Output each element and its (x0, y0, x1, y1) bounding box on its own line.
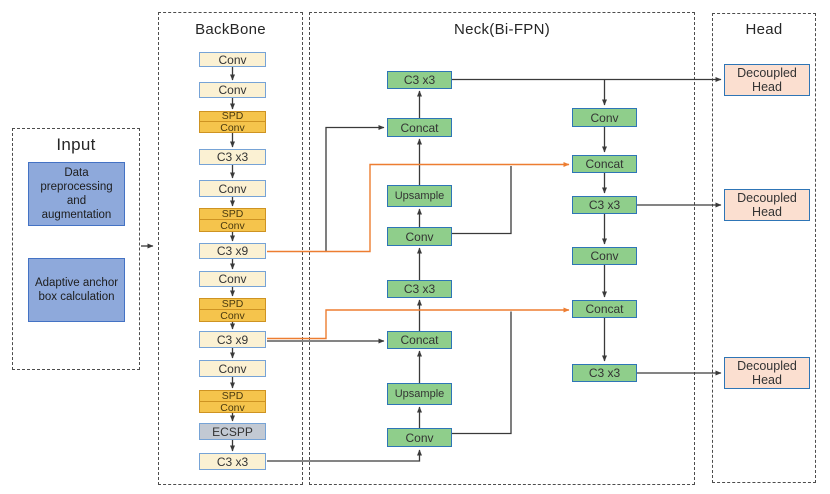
backbone-layer-ecspp: ECSPP (199, 423, 266, 440)
neck-left-conv: Conv (387, 428, 452, 447)
neck-left-conv: Conv (387, 227, 452, 246)
backbone-layer-spd-conv: SPD Conv (199, 208, 266, 232)
spd-conv-label: Conv (200, 219, 265, 231)
backbone-layer-c3x3: C3 x3 (199, 149, 266, 165)
backbone-layer-c3x9: C3 x9 (199, 331, 266, 348)
neck-left-concat: Concat (387, 118, 452, 137)
neck-left-upsample: Upsample (387, 185, 452, 207)
backbone-layer-spd-conv: SPD Conv (199, 111, 266, 133)
input-section-frame (12, 128, 140, 370)
spd-label: SPD (221, 298, 244, 310)
backbone-layer-conv: Conv (199, 271, 266, 287)
backbone-title: BackBone (195, 21, 266, 38)
spd-conv-label: Conv (200, 400, 265, 413)
neck-right-c3x3: C3 x3 (572, 196, 637, 214)
spd-label: SPD (221, 389, 244, 402)
neck-right-conv: Conv (572, 247, 637, 265)
neck-left-c3x3: C3 x3 (387, 280, 452, 298)
spd-conv-label: Conv (200, 121, 265, 133)
input-anchor-box: Adaptive anchor box calculation (28, 258, 125, 322)
neck-right-concat: Concat (572, 300, 637, 318)
spd-label: SPD (221, 208, 244, 220)
spd-conv-label: Conv (200, 309, 265, 321)
backbone-layer-conv: Conv (199, 82, 266, 98)
backbone-layer-conv: Conv (199, 52, 266, 67)
decoupled-head-box: Decoupled Head (724, 357, 810, 389)
head-section-frame (712, 13, 816, 483)
backbone-layer-c3x9: C3 x9 (199, 243, 266, 259)
neck-right-c3x3: C3 x3 (572, 364, 637, 382)
neck-left-c3x3: C3 x3 (387, 71, 452, 89)
neck-right-conv: Conv (572, 108, 637, 127)
head-title: Head (745, 21, 783, 38)
neck-left-upsample: Upsample (387, 383, 452, 405)
decoupled-head-box: Decoupled Head (724, 189, 810, 221)
backbone-layer-conv: Conv (199, 360, 266, 377)
backbone-layer-c3x3: C3 x3 (199, 453, 266, 470)
decoupled-head-box: Decoupled Head (724, 64, 810, 96)
backbone-layer-spd-conv: SPD Conv (199, 390, 266, 413)
backbone-layer-spd-conv: SPD Conv (199, 298, 266, 322)
neck-title: Neck(Bi-FPN) (453, 21, 551, 38)
backbone-layer-conv: Conv (199, 180, 266, 197)
input-preprocessing-box: Data preprocessing and augmentation (28, 162, 125, 226)
spd-label: SPD (221, 110, 244, 122)
neck-left-concat: Concat (387, 331, 452, 349)
input-title: Input (56, 135, 96, 154)
neck-right-concat: Concat (572, 155, 637, 173)
neck-section-frame (309, 12, 695, 485)
